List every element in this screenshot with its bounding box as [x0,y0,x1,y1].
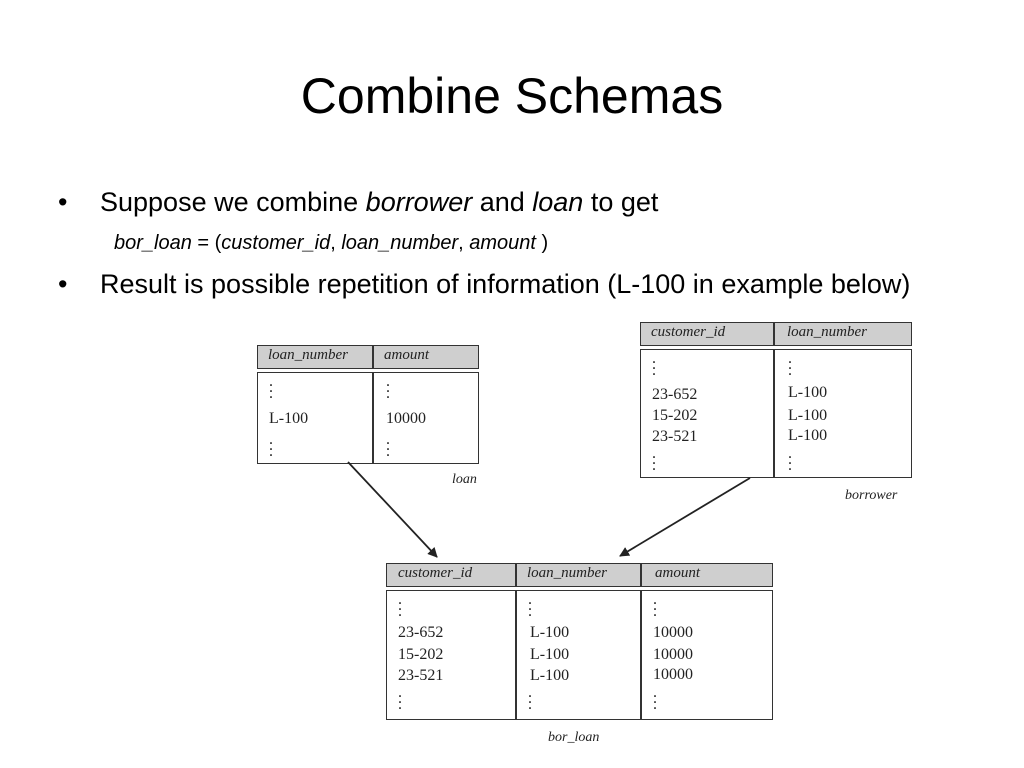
loan-caption: loan [452,472,477,487]
table-cell: 23-652 [398,624,444,641]
header-customer-id: customer_id [398,565,473,581]
table-cell: 23-521 [398,667,444,684]
header-amount: amount [384,347,429,363]
bor-loan-caption: bor_loan [548,730,600,745]
arrow-loan-to-bor-loan [347,461,438,558]
bullet-marker: • [58,187,68,217]
table-cell: 23-652 [652,386,698,403]
table-cell: L-100 [530,646,570,663]
table-cell: 10000 [386,410,426,427]
header-loan-number: loan_number [787,324,867,340]
table-cell: L-100 [788,384,828,401]
header-customer-id: customer_id [651,324,726,340]
table-cell: 10000 [653,646,693,663]
bor-loan-table: customer_id loan_number amount ... ... .… [386,563,773,721]
table-cell: L-100 [788,427,828,444]
table-cell: 15-202 [652,407,698,424]
bullet-combine: • Suppose we combine borrower and loan t… [58,184,958,224]
schema-definition: bor_loan = (customer_id, loan_number, am… [114,232,549,254]
table-cell: L-100 [530,667,570,684]
bullet-text: Suppose we combine borrower and loan to … [100,187,659,217]
header-loan-number: loan_number [527,565,607,581]
arrow-borrower-to-bor-loan [619,477,751,557]
bullet-marker: • [58,269,68,299]
borrower-table: customer_id loan_number ... ... 23-652 L… [640,322,912,479]
table-cell: L-100 [788,407,828,424]
bullet-repetition: • Result is possible repetition of infor… [58,266,978,346]
table-cell: L-100 [269,410,309,427]
table-cell: L-100 [530,624,570,641]
loan-term: loan [532,187,584,217]
borrower-term: borrower [365,187,473,217]
bullet-text: Result is possible repetition of informa… [100,269,911,299]
table-cell: 10000 [653,666,693,683]
table-cell: 10000 [653,624,693,641]
header-amount: amount [655,565,700,581]
borrower-caption: borrower [845,488,898,503]
slide-title: Combine Schemas [300,68,724,124]
loan-table: loan_number amount ... ... L-100 10000 .… [257,345,479,465]
table-cell: 23-521 [652,428,698,445]
table-cell: 15-202 [398,646,444,663]
header-loan-number: loan_number [268,347,348,363]
